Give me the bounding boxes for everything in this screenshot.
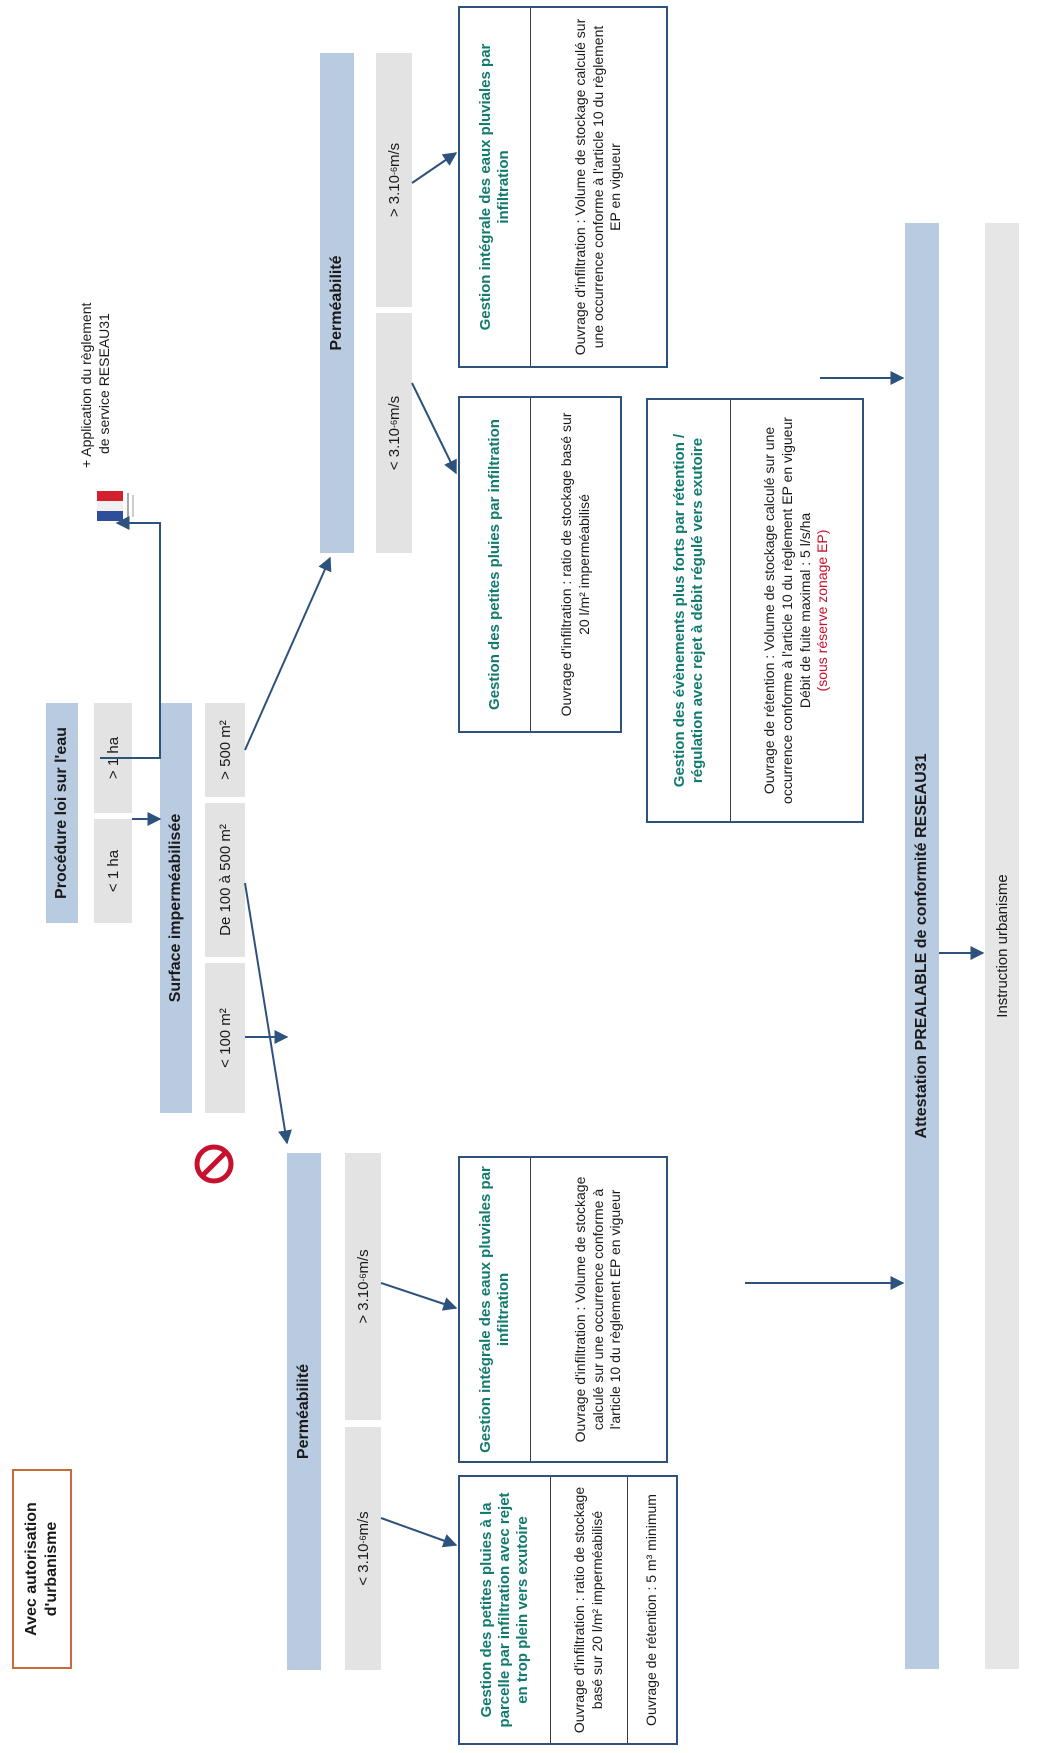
no-entry-icon — [193, 1143, 235, 1185]
arrow-over-500-to-perm-right — [244, 556, 332, 751]
arrow-100-500-to-perm-left — [244, 882, 292, 1145]
arrow-perm-left-low-to-box — [380, 1517, 458, 1548]
arrow-perm-right-high-to-box — [411, 152, 458, 184]
arrow-perm-left-high-to-box — [380, 1282, 458, 1311]
arrow-over-1ha-to-reglement — [100, 516, 161, 759]
republique-francaise-logo-icon — [95, 489, 139, 523]
arrow-perm-right-low-to-box — [411, 382, 457, 475]
